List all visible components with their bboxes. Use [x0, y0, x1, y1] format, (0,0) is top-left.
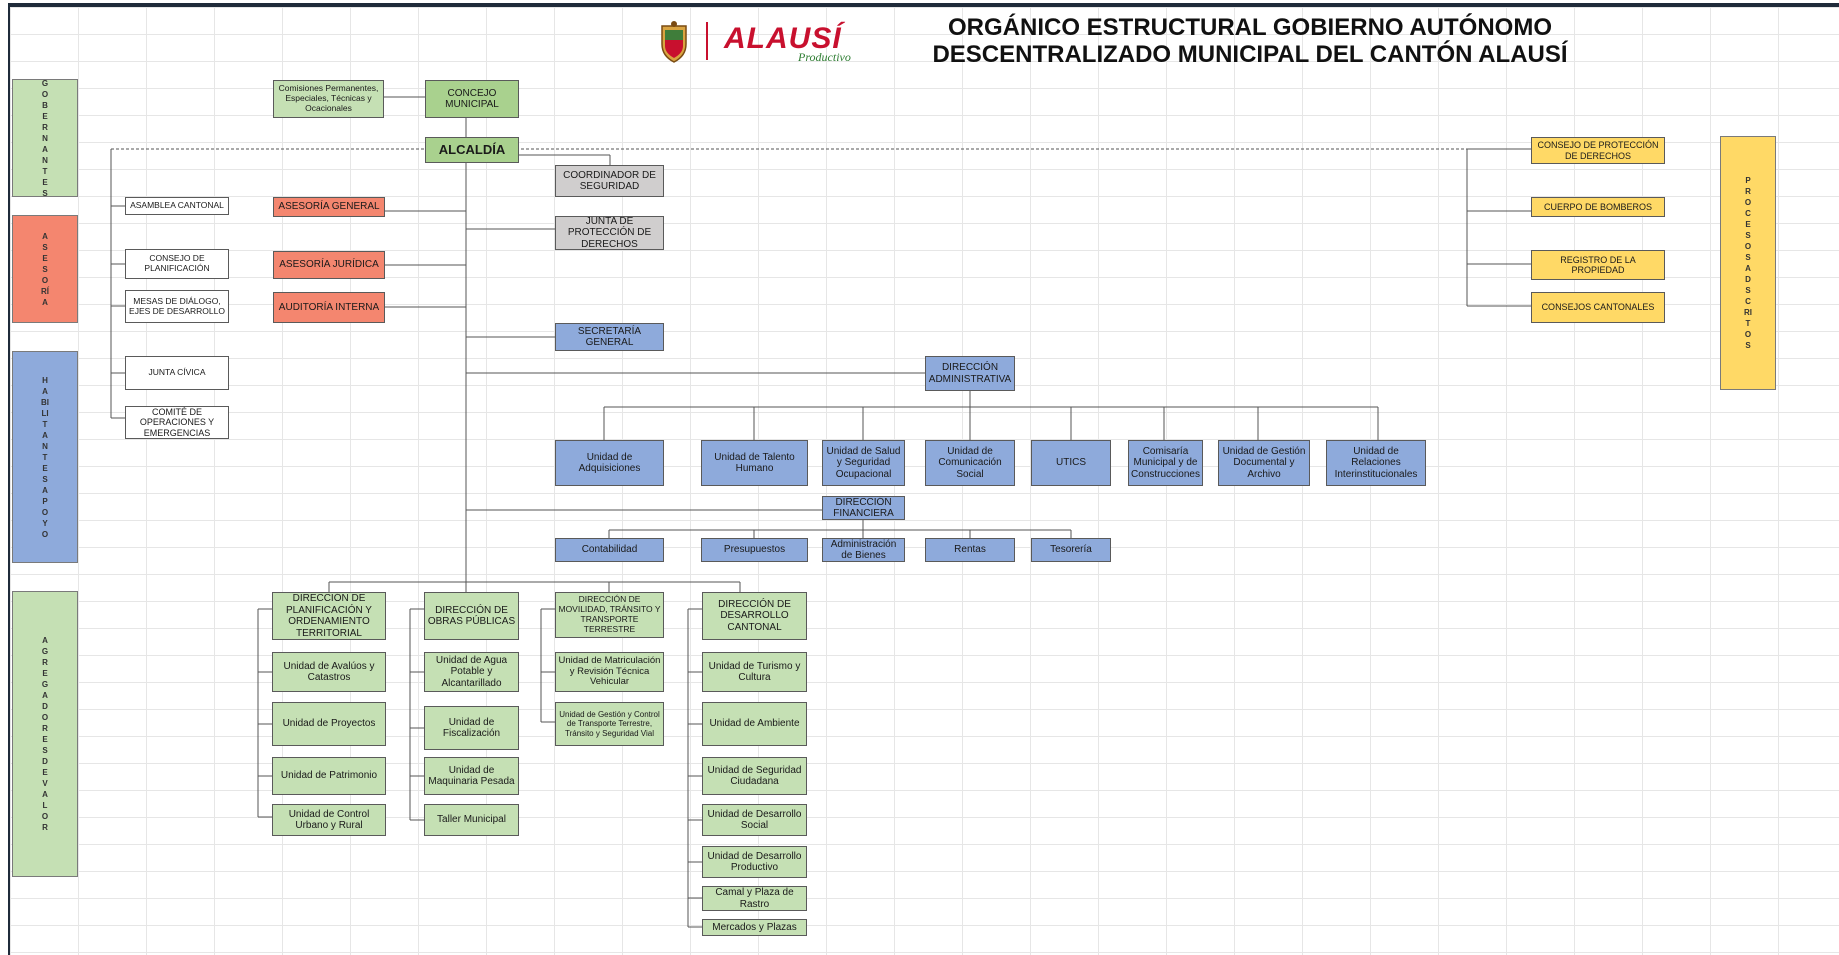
logo-name: ALAUSÍ [724, 22, 842, 55]
comite-box: COMITÉ DE OPERACIONES Y EMERGENCIAS [125, 406, 229, 439]
auditoria-interna-box: AUDITORÍA INTERNA [273, 292, 385, 323]
direccion-financiera-box: DIRECCIÓN FINANCIERA [822, 496, 905, 520]
fin-unit-presupuestos: Presupuestos [701, 538, 808, 562]
consejos-cantonales-box: CONSEJOS CANTONALES [1531, 292, 1665, 323]
plan-unit-proyectos: Unidad de Proyectos [272, 702, 386, 746]
fin-unit-tesoreria: Tesorería [1031, 538, 1111, 562]
title-line-2: DESCENTRALIZADO MUNICIPAL DEL CANTÓN ALA… [932, 41, 1568, 68]
alcaldia-box: ALCALDÍA [425, 137, 519, 163]
des-unit-mercados: Mercados y Plazas [702, 919, 807, 936]
alausi-logo: ALAUSÍ Productivo [652, 18, 854, 66]
plan-unit-control-urbano: Unidad de Control Urbano y Rural [272, 804, 386, 836]
registro-propiedad-box: REGISTRO DE LA PROPIEDAD [1531, 250, 1665, 280]
coordinador-box: COORDINADOR DE SEGURIDAD [555, 165, 664, 197]
admin-unit-talento-humano: Unidad de Talento Humano [701, 440, 808, 486]
obras-unit-taller: Taller Municipal [424, 804, 519, 836]
logo-tagline: Productivo [798, 50, 851, 64]
obras-unit-agua: Unidad de Agua Potable y Alcantarillado [424, 652, 519, 692]
des-unit-seguridad: Unidad de Seguridad Ciudadana [702, 757, 807, 795]
des-unit-turismo: Unidad de Turismo y Cultura [702, 652, 807, 692]
mesas-box: MESAS DE DIÁLOGO, EJES DE DESARROLLO [125, 290, 229, 323]
grid-background [8, 3, 1839, 955]
bomberos-box: CUERPO DE BOMBEROS [1531, 197, 1665, 217]
mov-unit-gestion-control: Unidad de Gestión y Control de Transport… [555, 702, 664, 746]
fin-unit-bienes: Administración de Bienes [822, 538, 905, 562]
direccion-administrativa-box: DIRECCIÓN ADMINISTRATIVA [925, 356, 1015, 391]
asesoria-general-box: ASESORÍA GENERAL [273, 197, 385, 217]
junta-civica-box: JUNTA CÍVICA [125, 356, 229, 390]
fin-unit-contabilidad: Contabilidad [555, 538, 664, 562]
direccion-movilidad-box: DIRECCIÓN DE MOVILIDAD, TRÁNSITO Y TRANS… [555, 592, 664, 638]
secretaria-box: SECRETARÍA GENERAL [555, 323, 664, 351]
fin-unit-rentas: Rentas [925, 538, 1015, 562]
plan-unit-avaluos: Unidad de Avalúos y Catastros [272, 652, 386, 692]
side-label-agregadores: AGREGADORES DE VALOR [12, 591, 78, 877]
obras-unit-fiscalizacion: Unidad de Fiscalización [424, 706, 519, 750]
concejo-box: CONCEJO MUNICIPAL [425, 80, 519, 118]
side-label-habilitantes: HABILITANTES APOYO [12, 351, 78, 563]
asamblea-box: ASAMBLEA CANTONAL [125, 197, 229, 215]
comisiones-box: Comisiones Permanentes, Especiales, Técn… [273, 80, 384, 118]
side-label-asesoria: ASESORÍA [12, 215, 78, 323]
admin-unit-relaciones: Unidad de Relaciones Interinstitucionale… [1326, 440, 1426, 486]
admin-unit-salud: Unidad de Salud y Seguridad Ocupacional [822, 440, 905, 486]
admin-unit-gestion-documental: Unidad de Gestión Documental y Archivo [1218, 440, 1310, 486]
consejo-planificacion-box: CONSEJO DE PLANIFICACIÓN [125, 249, 229, 279]
side-label-procesos: PROCESOS ADSCRITOS [1720, 136, 1776, 390]
des-unit-social: Unidad de Desarrollo Social [702, 804, 807, 836]
consejo-proteccion-box: CONSEJO DE PROTECCIÓN DE DERECHOS [1531, 137, 1665, 164]
plan-unit-patrimonio: Unidad de Patrimonio [272, 757, 386, 795]
admin-unit-comisaria: Comisaría Municipal y de Construcciones [1128, 440, 1203, 486]
des-unit-ambiente: Unidad de Ambiente [702, 702, 807, 746]
direccion-desarrollo-box: DIRECCIÓN DE DESARROLLO CANTONAL [702, 592, 807, 640]
admin-unit-comunicacion: Unidad de Comunicación Social [925, 440, 1015, 486]
asesoria-juridica-box: ASESORÍA JURÍDICA [273, 251, 385, 279]
side-label-gobernantes: GOBERNANTES [12, 79, 78, 198]
obras-unit-maquinaria: Unidad de Maquinaria Pesada [424, 757, 519, 795]
logo-divider [706, 22, 708, 60]
title-line-1: ORGÁNICO ESTRUCTURAL GOBIERNO AUTÓNOMO [948, 14, 1552, 41]
des-unit-productivo: Unidad de Desarrollo Productivo [702, 846, 807, 878]
junta-proteccion-box: JUNTA DE PROTECCIÓN DE DERECHOS [555, 216, 664, 250]
shield-icon [661, 21, 687, 63]
mov-unit-matriculacion: Unidad de Matriculación y Revisión Técni… [555, 652, 664, 692]
page-title: ORGÁNICO ESTRUCTURAL GOBIERNO AUTÓNOMO D… [870, 14, 1630, 68]
direccion-obras-box: DIRECCIÓN DE OBRAS PÚBLICAS [424, 592, 519, 640]
admin-unit-utics: UTICS [1031, 440, 1111, 486]
admin-unit-adquisiciones: Unidad de Adquisiciones [555, 440, 664, 486]
des-unit-camal: Camal y Plaza de Rastro [702, 886, 807, 911]
direccion-planificacion-box: DIRECCIÓN DE PLANIFICACIÓN Y ORDENAMIENT… [272, 592, 386, 640]
